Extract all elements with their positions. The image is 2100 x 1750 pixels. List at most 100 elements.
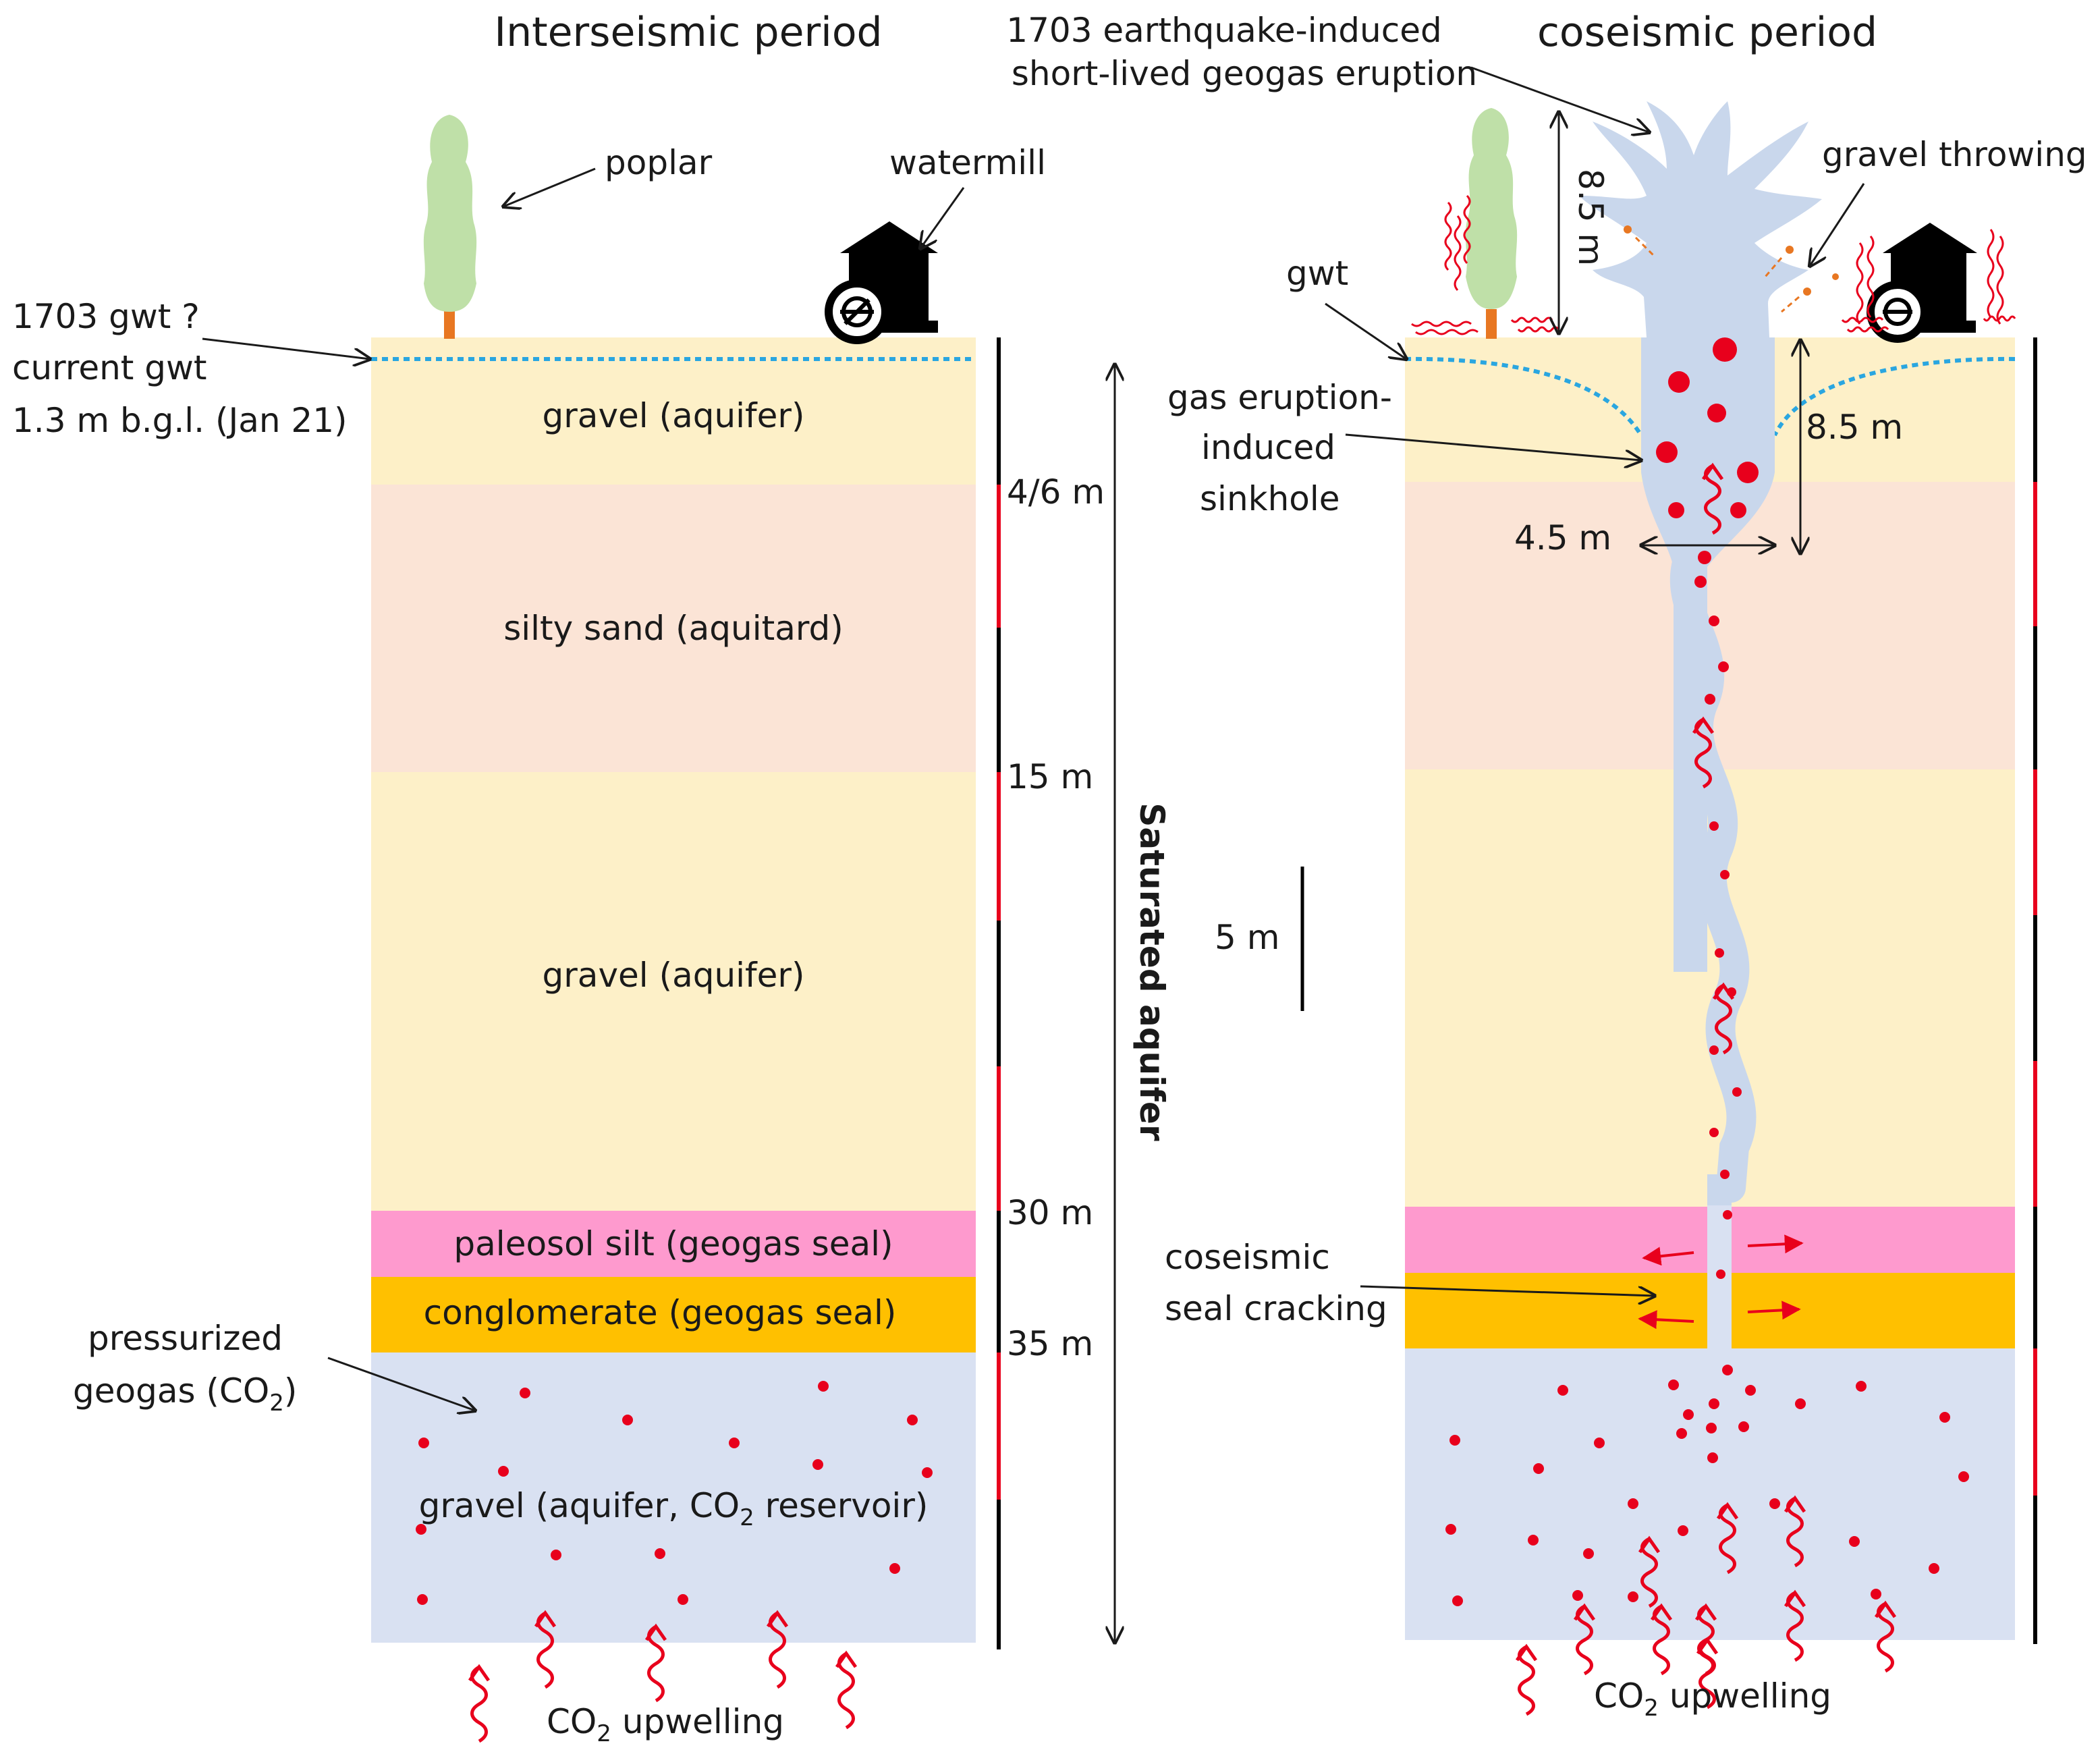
upwelling-arrow-right-5-head [1694,1603,1717,1621]
co2-bubble-right-7 [1706,1423,1717,1433]
cracking-pointer [1360,1285,1655,1296]
sinkhole-width-label: 4.5 m [1514,518,1611,557]
co2-bubble-left-6 [729,1438,740,1448]
watermill-icon [825,221,938,344]
co2-bubble-conduit-18 [1709,1128,1719,1137]
co2-bubble-right-19 [1769,1498,1780,1509]
upwelling-arrow-right-3 [1576,1604,1593,1676]
co2-bubble-conduit-19 [1720,1170,1730,1179]
title-coseismic: coseismic period [1537,9,1877,56]
co2-bubble-right-0 [1557,1385,1568,1396]
cracking-label-line1: coseismic [1165,1238,1330,1277]
co2-bubble-conduit-6 [1730,502,1746,518]
left-layer-silty-sand [371,485,976,772]
gwt-pointer [202,337,370,359]
co2-bubble-conduit-0 [1713,337,1737,362]
co2-bubble-conduit-21 [1716,1269,1725,1279]
upwelling-arrow-right-3-head [1573,1603,1596,1621]
co2-bubble-conduit-20 [1723,1210,1732,1220]
shake-line-v-1 [1454,215,1462,291]
co2-bubble-left-8 [922,1467,933,1478]
co2-bubble-right-21 [1528,1535,1539,1546]
upwelling-arrow-right-6 [1786,1591,1804,1662]
co2-bubble-conduit-10 [1718,661,1729,672]
upwelling-arrow-right-8 [1518,1645,1535,1716]
co2-bubble-right-15 [1958,1471,1969,1482]
co2-left-tail: upwelling [611,1702,784,1741]
co2-bubble-right-26 [1572,1590,1583,1601]
upwelling-arrow-right-9-head [1696,1637,1719,1655]
co2-bubble-conduit-7 [1698,551,1711,564]
shake-line-h-3 [1517,326,1560,333]
co2-bubble-right-13 [1594,1438,1605,1448]
left-layer-label-gravel-middle: gravel (aquifer) [543,956,805,995]
co2-upwelling-right: CO2 upwelling [1594,1676,1831,1722]
left-layer-label-silty-sand: silty sand (aquitard) [503,609,844,648]
upwelling-arrow-right-7-head [1874,1600,1897,1618]
co2-bubble-left-3 [907,1415,918,1425]
co2-bubble-right-14 [1707,1452,1718,1463]
co2-bubble-right-17 [1628,1498,1638,1509]
sinkhole-label-line2: induced [1201,428,1335,467]
conduit-upwelling-arrow-2 [1715,983,1732,1055]
co2-bubble-right-24 [1929,1563,1939,1574]
upwelling-arrow-right-4 [1653,1604,1670,1676]
upwelling-arrow-left-3-head [835,1650,858,1668]
scale-bar-5m-label: 5 m [1215,918,1279,957]
co2-bubble-conduit-1 [1668,371,1690,393]
upwelling-arrow-left-4-head [468,1664,491,1682]
pressurized-pointer [327,1357,475,1411]
co2-bubble-right-10 [1856,1381,1867,1392]
eruption-pointer [1470,66,1649,132]
co2-right-main: CO [1594,1676,1644,1716]
gravel-particles [1624,225,1839,313]
co2-bubble-right-23 [1849,1536,1860,1547]
cracking-label-line2: seal cracking [1165,1289,1387,1328]
shake-line-h-5 [1846,326,1889,333]
left-co2-bubbles [416,1381,933,1605]
left-layer-label-paleosol: paleosol silt (geogas seal) [453,1224,893,1263]
left-layer-label-reservoir: gravel (aquifer, CO2 reservoir) [419,1486,929,1531]
conduit-upwelling-arrow-0-head [1701,462,1724,481]
saturated-aquifer-label: Saturated aquifer [1132,802,1171,1141]
pressurized-label-tail: ) [284,1371,298,1411]
gwt-right-pointer [1325,302,1406,359]
upwelling-arrow-right-4-head [1650,1603,1673,1621]
co2-bubble-conduit-3 [1656,441,1678,463]
co2-bubble-right-18 [1678,1525,1688,1536]
shake-line-h-4 [1841,317,1884,323]
gwt-right-label: gwt [1286,254,1348,293]
sinkhole-depth-label: 8.5 m [1806,408,1903,447]
co2-bubble-right-12 [1449,1435,1460,1446]
co2-left-sub: 2 [597,1720,611,1747]
pressurized-label-line2: geogas (CO2) [73,1371,297,1417]
left-layer-label-gravel-top: gravel (aquifer) [543,396,805,435]
co2-bubble-right-2 [1722,1365,1733,1375]
co2-bubble-conduit-4 [1737,462,1759,483]
co2-bubble-right-9 [1795,1398,1806,1409]
shake-line-v-3 [1856,242,1864,325]
watermill-label: watermill [889,143,1046,182]
upwelling-arrow-left-2 [769,1611,786,1689]
co2-bubble-conduit-11 [1705,694,1715,705]
depth-mark-30: 30 m [1007,1193,1093,1232]
left-layer-paleosol [371,1211,976,1277]
poplar-label: poplar [605,143,713,182]
left-layer-conglomerate [371,1277,976,1352]
pressurized-label-sub: 2 [269,1390,284,1417]
shake-line-h-6 [1983,315,2016,322]
co2-bubble-conduit-8 [1694,576,1707,588]
co2-bubble-left-11 [655,1548,665,1559]
watermill-shaking-icon [1867,223,1977,343]
ground-shaking-lines [1411,194,2016,335]
upwelling-arrow-right-0-head [1638,1535,1661,1554]
shake-line-v-2 [1463,194,1471,265]
eruption-label-line2: short-lived geogas eruption [1012,54,1477,93]
left-column: gravel (aquifer) silty sand (aquitard) g… [12,9,1171,1747]
conduit-upwelling-arrow-1 [1694,717,1712,789]
upwelling-arrow-left-1 [647,1624,665,1703]
co2-bubble-right-1 [1668,1379,1679,1390]
co2-bubble-right-6 [1676,1428,1687,1439]
